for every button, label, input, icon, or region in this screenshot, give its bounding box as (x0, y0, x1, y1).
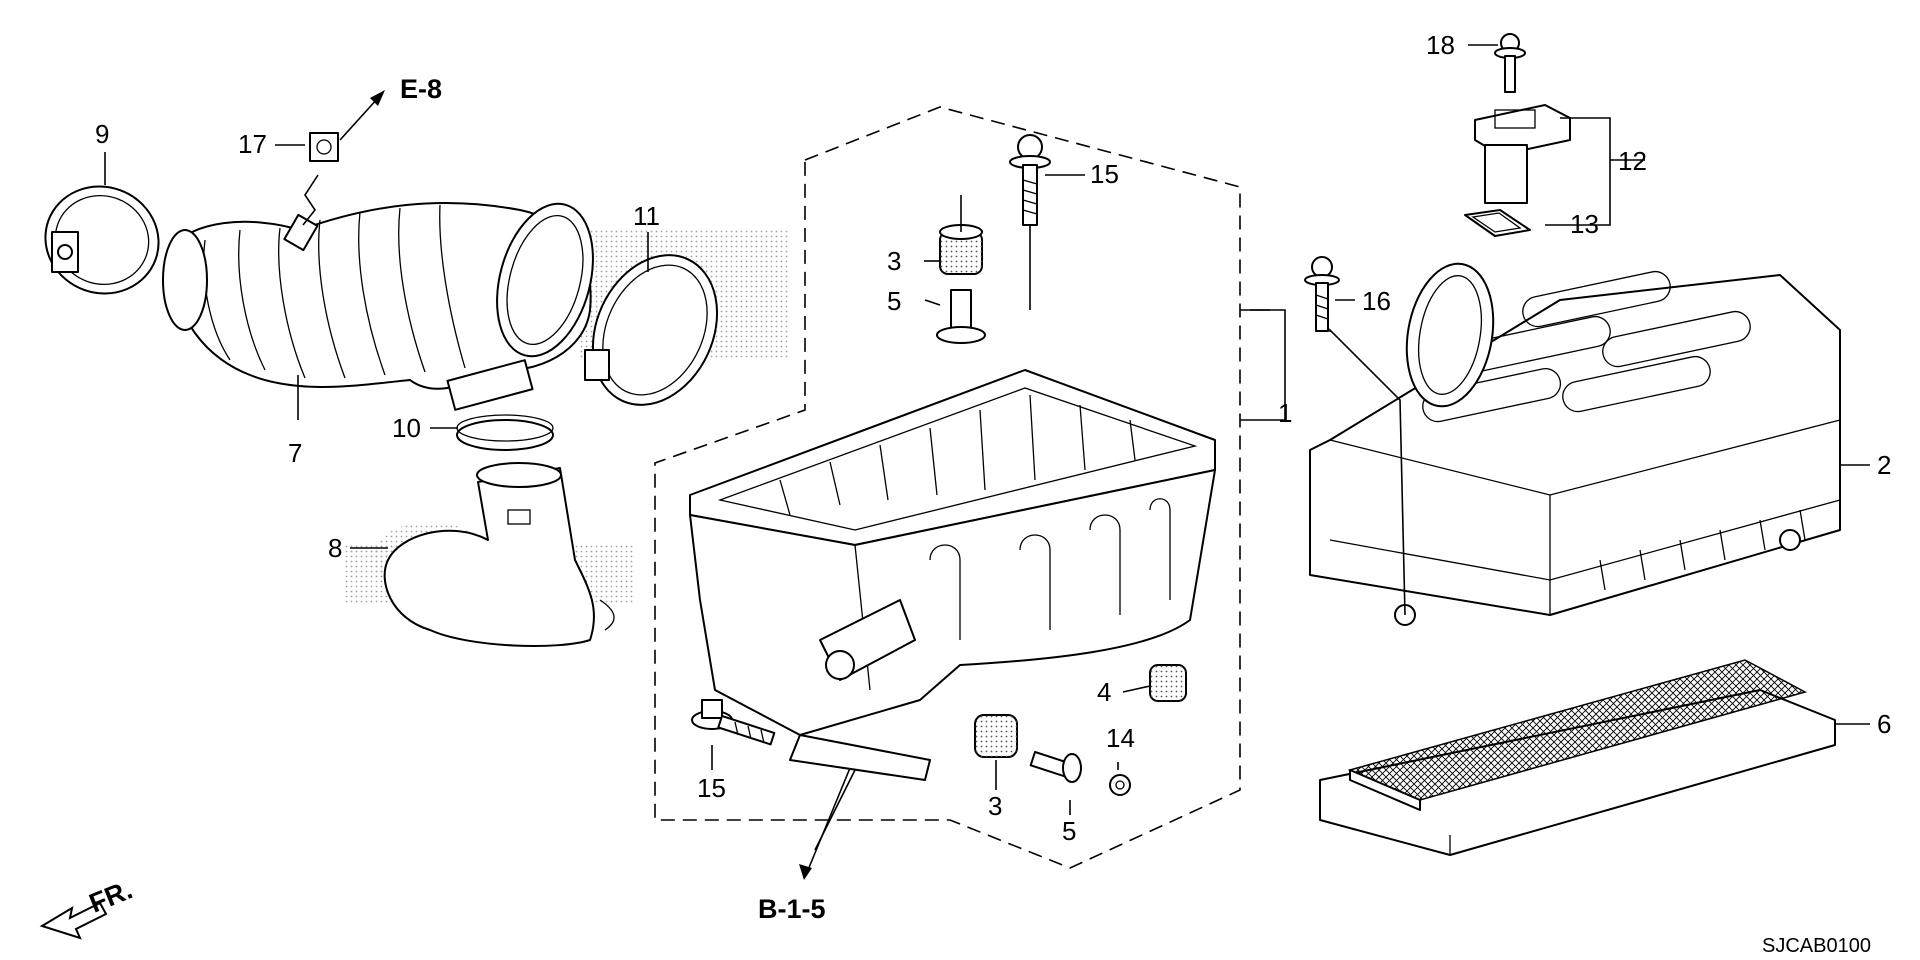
assembly-boundary (654, 106, 1241, 869)
part-4-grommet[interactable] (1149, 664, 1187, 702)
part-6-air-filter[interactable] (1319, 659, 1836, 856)
part-12-sensor[interactable] (1474, 104, 1571, 204)
diagram-code: SJCAB0100 (1762, 935, 1871, 957)
front-label: FR. (85, 874, 137, 918)
part-15-bolt-upper[interactable] (1009, 134, 1051, 226)
callout-18: 18 (1426, 30, 1455, 60)
callout-17: 17 (238, 129, 267, 159)
callout-15-upper: 15 (1090, 159, 1119, 189)
part-1-air-cleaner-case[interactable] (689, 369, 1216, 781)
part-7-intake-hose[interactable] (162, 193, 609, 411)
callout-5-upper: 5 (887, 286, 901, 316)
callout-2: 2 (1877, 450, 1891, 480)
callout-5-lower: 5 (1062, 816, 1076, 846)
callout-3-lower: 3 (988, 791, 1002, 821)
part-18-screw[interactable] (1494, 33, 1526, 93)
leader-lines (104, 44, 1870, 851)
callout-13: 13 (1570, 209, 1599, 239)
callout-4: 4 (1097, 677, 1111, 707)
callout-10: 10 (392, 413, 421, 443)
callout-7: 7 (288, 438, 302, 468)
callout-9: 9 (95, 119, 109, 149)
part-2-air-cleaner-cover[interactable] (1309, 257, 1841, 626)
callout-labels: 9 17 7 10 8 11 3 5 15 1 4 15 3 5 14 18 1… (95, 30, 1891, 846)
part-16-bolt[interactable] (1304, 256, 1340, 332)
callout-8: 8 (328, 533, 342, 563)
callout-3-upper: 3 (887, 246, 901, 276)
callout-11: 11 (633, 201, 660, 231)
part-8-resonator[interactable] (383, 462, 615, 647)
callout-15-lower: 15 (697, 773, 726, 803)
callout-14: 14 (1106, 723, 1135, 753)
reference-b15[interactable]: B-1-5 (758, 894, 826, 924)
callout-1: 1 (1278, 398, 1292, 428)
front-arrow (39, 901, 108, 940)
part-17-clip[interactable] (302, 132, 339, 226)
part-5-collar-upper[interactable] (936, 289, 986, 344)
arrow-b15 (799, 767, 851, 880)
part-5-collar-lower[interactable] (1029, 750, 1082, 783)
part-13-gasket[interactable] (1464, 209, 1531, 237)
part-11-hose-clamp[interactable] (569, 235, 740, 425)
part-10-clamp-band[interactable] (456, 414, 554, 451)
part-15-bolt-lower[interactable] (691, 699, 776, 746)
callout-12: 12 (1618, 146, 1647, 176)
part-3-grommet-upper[interactable] (939, 224, 983, 275)
callout-6: 6 (1877, 709, 1891, 739)
part-14-nut[interactable] (1109, 774, 1131, 796)
part-9-hose-clamp[interactable] (30, 171, 173, 310)
reference-e8[interactable]: E-8 (400, 74, 442, 104)
callout-16: 16 (1362, 286, 1391, 316)
part-3-grommet-lower[interactable] (974, 714, 1018, 758)
arrow-e8 (339, 90, 385, 141)
